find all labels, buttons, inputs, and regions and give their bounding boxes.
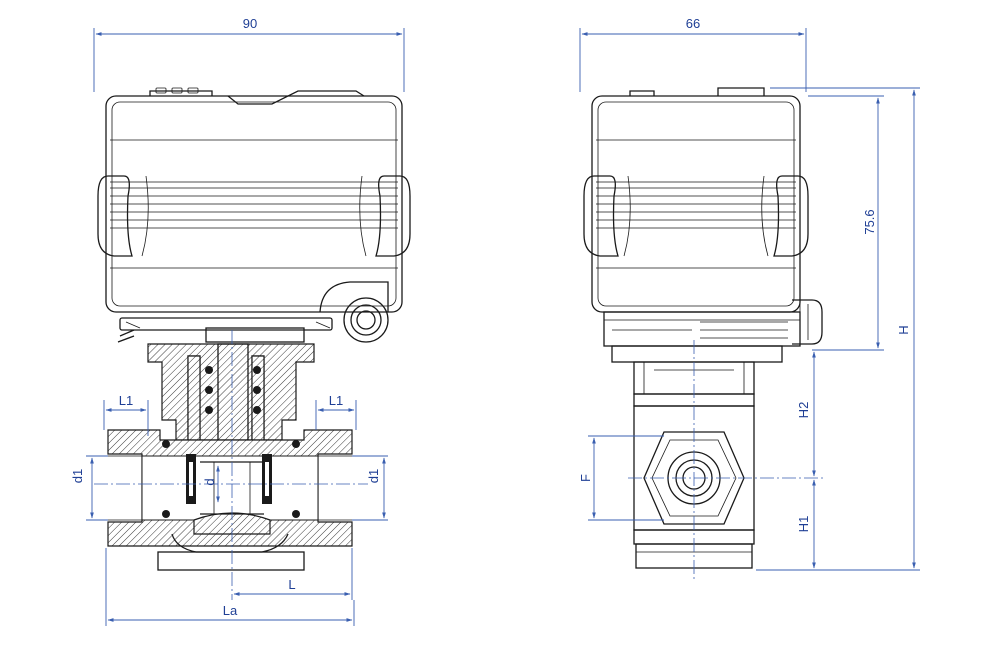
l-label: L [288, 577, 295, 592]
side-dimensions [579, 28, 920, 571]
front-dimensions [86, 28, 405, 626]
d1-left-label: d1 [70, 469, 85, 483]
h2-label: H2 [796, 402, 811, 419]
h-label: H [896, 325, 911, 334]
side-view: 66 75.6 H H2 H1 F [578, 16, 920, 580]
l1-left-label: L1 [119, 393, 133, 408]
side-actuator-housing [583, 87, 823, 363]
height-75-6-label: 75.6 [862, 209, 877, 234]
front-actuator-housing [97, 87, 411, 343]
d1-right-label: d1 [366, 469, 381, 483]
la-label: La [223, 603, 238, 618]
l1-right-label: L1 [329, 393, 343, 408]
h1-label: H1 [796, 516, 811, 533]
front-view: 90 L1 L1 d1 d1 d L La [70, 16, 411, 626]
f-label: F [578, 474, 593, 482]
width-90-label: 90 [243, 16, 257, 31]
d-label: d [202, 478, 217, 485]
front-valve-body-section [107, 343, 353, 571]
width-66-label: 66 [686, 16, 700, 31]
